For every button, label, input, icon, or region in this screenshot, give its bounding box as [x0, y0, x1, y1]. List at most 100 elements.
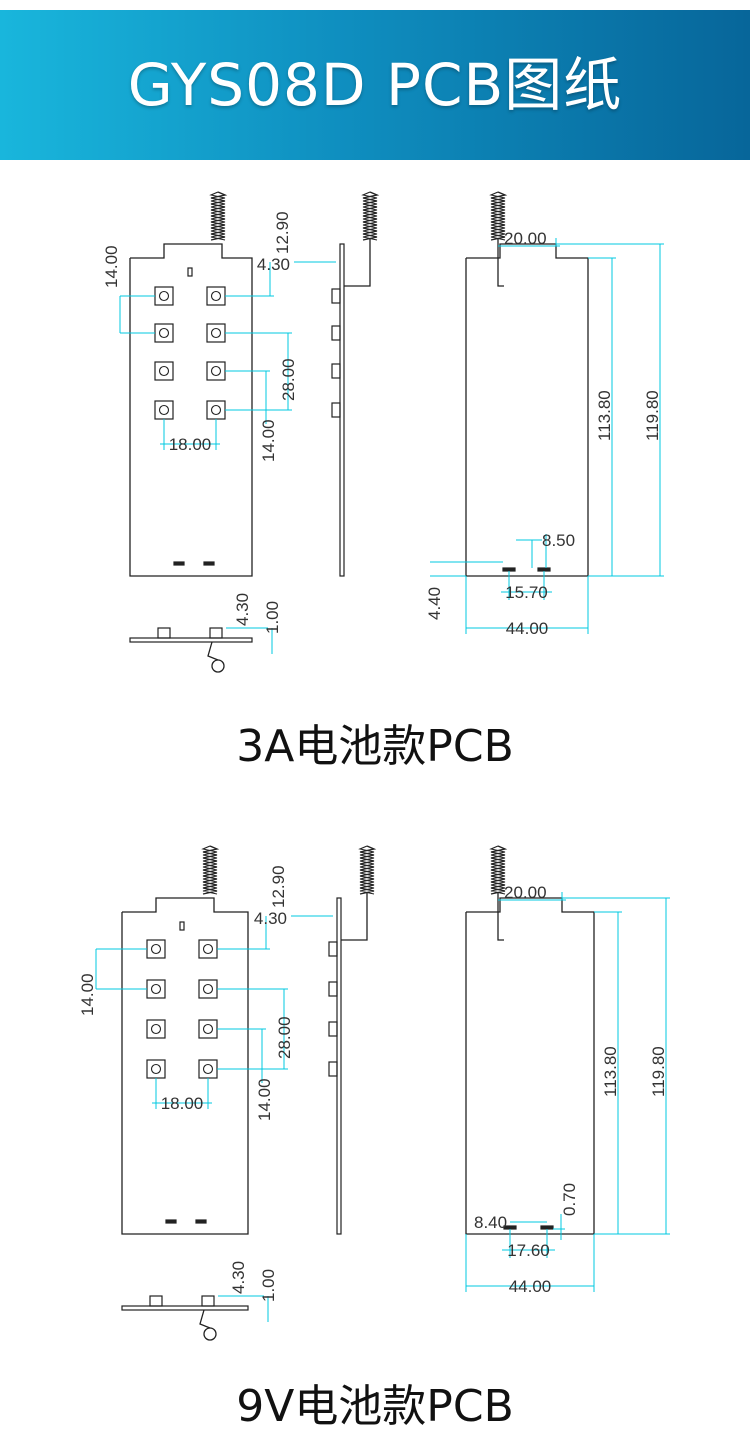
board-9v-dim-top-offset: 12.90 — [269, 865, 288, 908]
board-3a-pad-2-1 — [206, 361, 226, 381]
board-3a-dim-button-height: 4.30 — [233, 593, 252, 626]
title-banner: GYS08D PCB图纸 — [0, 10, 750, 160]
board-3a-bottom-button-right — [209, 627, 223, 639]
board-9v-dim-width: 44.00 — [509, 1277, 552, 1296]
board-3a-front-slot-right — [203, 561, 215, 566]
board-9v-back-outline — [465, 897, 595, 1235]
board-9v-pad-3-0-hole — [150, 1063, 162, 1075]
board-3a-dim-row-pitch: 14.00 — [102, 245, 121, 288]
page-title: GYS08D PCB图纸 — [127, 51, 623, 119]
board-3a-bottom-antenna-wire — [207, 641, 219, 661]
board-3a-bottom-antenna-coil — [211, 659, 225, 673]
board-9v-back-slot-right — [540, 1225, 554, 1230]
board-3a-dim-slot-height: 4.40 — [425, 587, 444, 620]
board-3a-pad-3-0-hole — [158, 404, 170, 416]
board-9v-pad-0-1 — [198, 939, 218, 959]
board-3a-pad-2-0 — [154, 361, 174, 381]
board-9v-pad-2-1-hole — [202, 1023, 214, 1035]
board-9v-pad-1-0-hole — [150, 983, 162, 995]
board-9v-front-slot-left — [165, 1219, 177, 1224]
board-9v-dim-thickness: 1.00 — [259, 1269, 278, 1302]
board-3a-side-button-2 — [331, 363, 341, 379]
board-3a-pad-1-1 — [206, 323, 226, 343]
board-3a-dim-row-pitch-lower: 14.00 — [259, 419, 278, 462]
board-9v-bottom-board — [121, 1305, 249, 1311]
caption-9v-battery: 9V电池款PCB — [236, 1381, 514, 1432]
board-9v-front-led — [179, 921, 185, 931]
board-3a-side-antenna — [362, 191, 380, 241]
board-3a-pad-2-0-hole — [158, 365, 170, 377]
board-9v-dim-column-pitch: 18.00 — [161, 1094, 204, 1113]
board-9v-back-antenna — [490, 845, 508, 895]
board-9v-pad-2-0 — [146, 1019, 166, 1039]
board-3a-side-button-0 — [331, 288, 341, 304]
board-3a-side-antenna-back — [361, 191, 378, 241]
board-3a-dim-total-height: 119.80 — [643, 390, 662, 441]
board-3a-side-button-1 — [331, 325, 341, 341]
board-3a-dim-ant-offset: 20.00 — [504, 229, 547, 248]
board-3a-dim-inner-height: 113.80 — [595, 390, 614, 441]
board-3a-dim-side-height: 4.30 — [257, 255, 290, 274]
board-3a-side-button-3 — [331, 402, 341, 418]
board-3a-front-antenna — [210, 191, 228, 241]
board-3a-pad-0-0 — [154, 286, 174, 306]
board-9v-side-antenna-leg — [341, 892, 368, 941]
board-9v-side-button-0 — [328, 941, 338, 957]
board-9v-back-antenna-leg — [497, 892, 504, 941]
board-3a-dim-two-row-pitch: 28.00 — [279, 358, 298, 401]
board-9v-dim-side-height: 4.30 — [254, 909, 287, 928]
board-3a-dim-slot-width: 8.50 — [542, 531, 575, 550]
board-3a-front-outline — [129, 243, 253, 577]
board-3a-back-slot-right — [537, 567, 551, 572]
board-9v-dim-two-row-pitch: 28.00 — [275, 1016, 294, 1059]
board-9v-front-outline — [121, 897, 249, 1235]
board-9v-pad-3-1-hole — [202, 1063, 214, 1075]
board-3a-bottom-button-left — [157, 627, 171, 639]
board-9v-pad-3-0 — [146, 1059, 166, 1079]
board-9v-dim-row-pitch-lower: 14.00 — [255, 1078, 274, 1121]
board-3a-bottom-board — [129, 637, 253, 643]
board-9v-dim-button-height: 4.30 — [229, 1261, 248, 1294]
board-9v-bottom-antenna-wire — [199, 1309, 211, 1329]
board-3a-dim-slot-span: 15.70 — [505, 583, 548, 602]
board-9v-side-button-1 — [328, 981, 338, 997]
board-3a-dim-top-offset: 12.90 — [273, 211, 292, 254]
board-9v-dim-inner-height: 113.80 — [601, 1046, 620, 1097]
board-9v-side-button-2 — [328, 1021, 338, 1037]
board-3a-dim-width: 44.00 — [506, 619, 549, 638]
board-9v-pad-1-1 — [198, 979, 218, 999]
board-9v-pad-1-1-hole — [202, 983, 214, 995]
board-3a-front-antenna-back — [209, 191, 226, 241]
board-3a-back-antenna-back — [489, 191, 506, 241]
board-3a-pad-1-1-hole — [210, 327, 222, 339]
caption-3a-battery: 3A电池款PCB — [236, 721, 514, 772]
board-3a-front-led — [187, 267, 193, 277]
board-3a-front-slot-left — [173, 561, 185, 566]
board-9v-back-antenna-back — [489, 845, 506, 895]
board-9v-dim-row-pitch: 14.00 — [78, 973, 97, 1016]
board-9v-dim-total-height: 119.80 — [649, 1046, 668, 1097]
board-9v-pad-1-0 — [146, 979, 166, 999]
board-9v-side-board — [336, 897, 342, 1235]
board-3a-pad-0-0-hole — [158, 290, 170, 302]
board-3a-pad-3-0 — [154, 400, 174, 420]
board-9v-side-antenna — [359, 845, 377, 895]
board-3a-pad-0-1-hole — [210, 290, 222, 302]
board-9v-side-antenna-back — [358, 845, 375, 895]
board-9v-dim-slot-span: 17.60 — [507, 1241, 550, 1260]
board-3a-side-antenna-leg — [344, 238, 371, 287]
board-9v-front-slot-right — [195, 1219, 207, 1224]
board-9v-pad-0-0 — [146, 939, 166, 959]
board-9v-front-antenna — [202, 845, 220, 895]
board-3a-pad-1-0-hole — [158, 327, 170, 339]
board-9v-side-button-3 — [328, 1061, 338, 1077]
board-9v-dim-ant-offset: 20.00 — [504, 883, 547, 902]
board-9v-pad-0-0-hole — [150, 943, 162, 955]
board-9v-pad-0-1-hole — [202, 943, 214, 955]
board-9v-dim-slot-height: 0.70 — [560, 1183, 579, 1216]
board-9v-bottom-antenna-coil — [203, 1327, 217, 1341]
board-9v-pad-3-1 — [198, 1059, 218, 1079]
board-9v-bottom-button-right — [201, 1295, 215, 1307]
board-9v-bottom-button-left — [149, 1295, 163, 1307]
